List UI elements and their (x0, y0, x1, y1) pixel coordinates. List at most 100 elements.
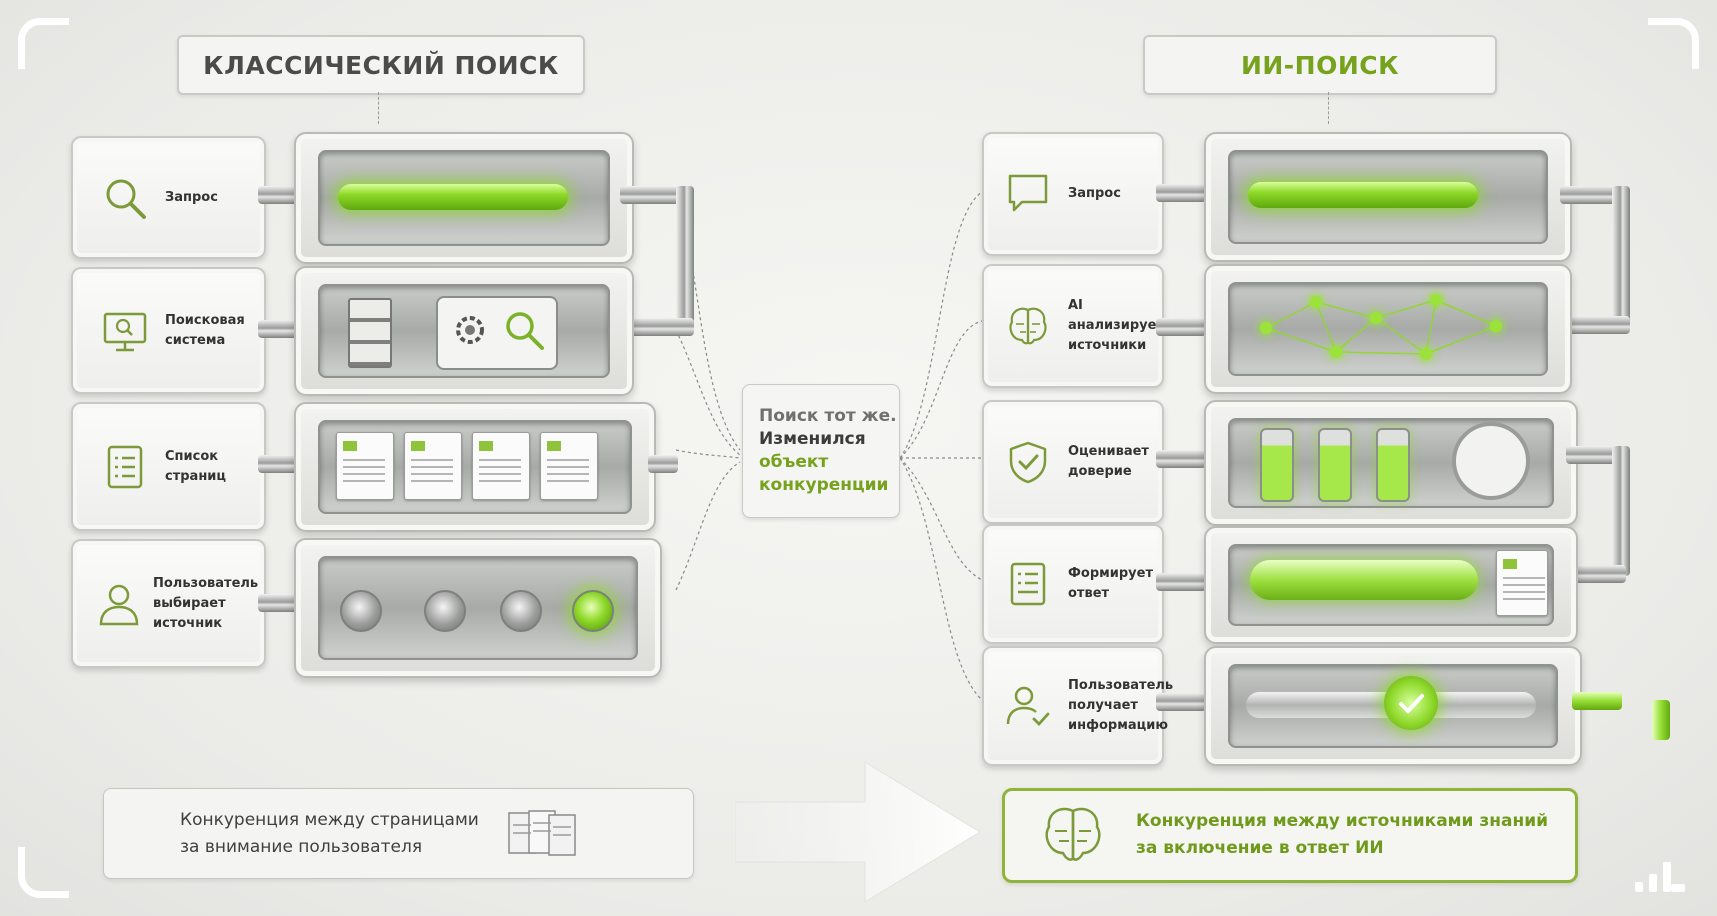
ai-step-trust: Оценивает доверие (982, 400, 1164, 524)
connector-pipe (620, 318, 694, 336)
step-label: Пользователь выбирает источник (153, 575, 259, 631)
step-label: Поисковая система (165, 312, 245, 348)
user-icon (99, 584, 139, 625)
classic-module-query (294, 132, 634, 264)
ai-module-query (1204, 132, 1572, 262)
frame-corner-top-left (18, 18, 69, 69)
search-icon (506, 312, 544, 350)
connector-pipe (258, 594, 298, 612)
title-connector (378, 92, 380, 124)
connector-pipe (676, 186, 694, 326)
ai-module-answer (1204, 526, 1578, 644)
shield-check-icon (1009, 441, 1047, 484)
title-connector (1328, 92, 1330, 124)
classic-search-title: КЛАССИЧЕСКИЙ ПОИСК (177, 35, 585, 95)
ai-module-delivery (1204, 646, 1582, 766)
selector-knob (340, 590, 382, 632)
chat-bubble-icon (1008, 174, 1048, 212)
page-card (540, 432, 598, 500)
engine-housing (436, 296, 558, 370)
step-label: Пользователь получает информацию (1068, 678, 1174, 733)
ai-summary-text: Конкуренция между источниками знаний за … (1136, 811, 1549, 858)
connector-pipe (1156, 318, 1206, 336)
classic-step-query: Запрос (71, 136, 266, 259)
network-node (1490, 320, 1502, 332)
step-label: Запрос (165, 189, 218, 205)
classic-module-pages (294, 402, 656, 532)
brain-icon (1045, 807, 1101, 861)
connector-pipe (1566, 446, 1626, 464)
frame-corner-top-right (1648, 18, 1699, 69)
ai-module-trust (1204, 400, 1578, 526)
ai-step-analyze: AI анализирует источники (982, 264, 1164, 388)
page-card (404, 432, 462, 500)
step-label: AI анализирует источники (1068, 298, 1164, 353)
connector-pipe (258, 320, 298, 338)
network-node (1330, 346, 1342, 358)
step-label: Список страниц (165, 448, 227, 484)
page-card (336, 432, 394, 500)
list-document-icon (107, 445, 143, 488)
center-line-3: объект конкуренции (759, 452, 889, 495)
ai-step-answer: Формирует ответ (982, 524, 1164, 644)
step-label: Запрос (1068, 186, 1121, 201)
glow-tube (338, 184, 568, 210)
ai-step-user-receives: Пользователь получает информацию (982, 646, 1173, 766)
center-line-1: Поиск тот же. (759, 406, 897, 426)
monitor-search-icon (103, 312, 147, 351)
classic-step-engine: Поисковая система (71, 267, 266, 394)
ai-summary: Конкуренция между источниками знаний за … (1002, 788, 1578, 883)
network-node (1420, 348, 1432, 360)
connector-pipe (258, 455, 298, 473)
frame-corner-bottom-left (18, 847, 69, 898)
network-node (1260, 322, 1272, 334)
selector-knob (500, 590, 542, 632)
trust-vial (1260, 428, 1294, 502)
connector-pipe (1566, 565, 1626, 583)
output-pipe (1652, 700, 1670, 740)
user-check-icon (1006, 686, 1050, 727)
connector-pipe (1612, 186, 1630, 326)
answer-document-icon (1010, 562, 1046, 606)
check-badge-icon (1384, 676, 1438, 730)
center-message: Поиск тот же. Изменился объект конкуренц… (742, 384, 900, 518)
connector-pipe (1156, 450, 1206, 468)
connector-pipe (1156, 693, 1206, 711)
trust-vial (1318, 428, 1352, 502)
selector-knob-active (572, 590, 614, 632)
classic-summary: Конкуренция между страницами за внимание… (103, 788, 694, 879)
documents-icon (508, 810, 576, 856)
logo-mark (1635, 862, 1685, 892)
connector-pipe (258, 186, 298, 204)
transition-arrow (735, 762, 981, 902)
connector-pipe (1156, 184, 1206, 202)
network-graph (1265, 299, 1497, 355)
trust-gauge (1452, 422, 1530, 500)
gear-icon (456, 316, 484, 344)
glow-tube (1248, 182, 1478, 208)
classic-module-select (294, 538, 662, 678)
ai-step-query: Запрос (982, 132, 1164, 256)
answer-capsule (1250, 560, 1478, 600)
network-node (1370, 312, 1382, 324)
page-card (472, 432, 530, 500)
classic-step-user-chooses: Пользователь выбирает источник (71, 539, 266, 668)
search-icon (106, 179, 146, 219)
brain-icon (1009, 307, 1047, 345)
ai-search-title: ИИ-ПОИСК (1143, 35, 1497, 95)
classic-module-engine (294, 266, 634, 396)
server-rack (348, 298, 392, 368)
selector-knob (424, 590, 466, 632)
step-label: Оценивает доверие (1068, 444, 1149, 479)
center-line-2: Изменился (759, 429, 866, 449)
connector-pipe (648, 455, 678, 473)
trust-vial (1376, 428, 1410, 502)
connector-pipe (1560, 316, 1630, 334)
output-pipe (1572, 692, 1622, 710)
connector-pipe (620, 186, 690, 204)
classic-summary-text: Конкуренция между страницами за внимание… (180, 810, 479, 857)
connector-pipe (1156, 573, 1206, 591)
connector-pipe (1612, 446, 1630, 576)
answer-card (1496, 550, 1548, 616)
